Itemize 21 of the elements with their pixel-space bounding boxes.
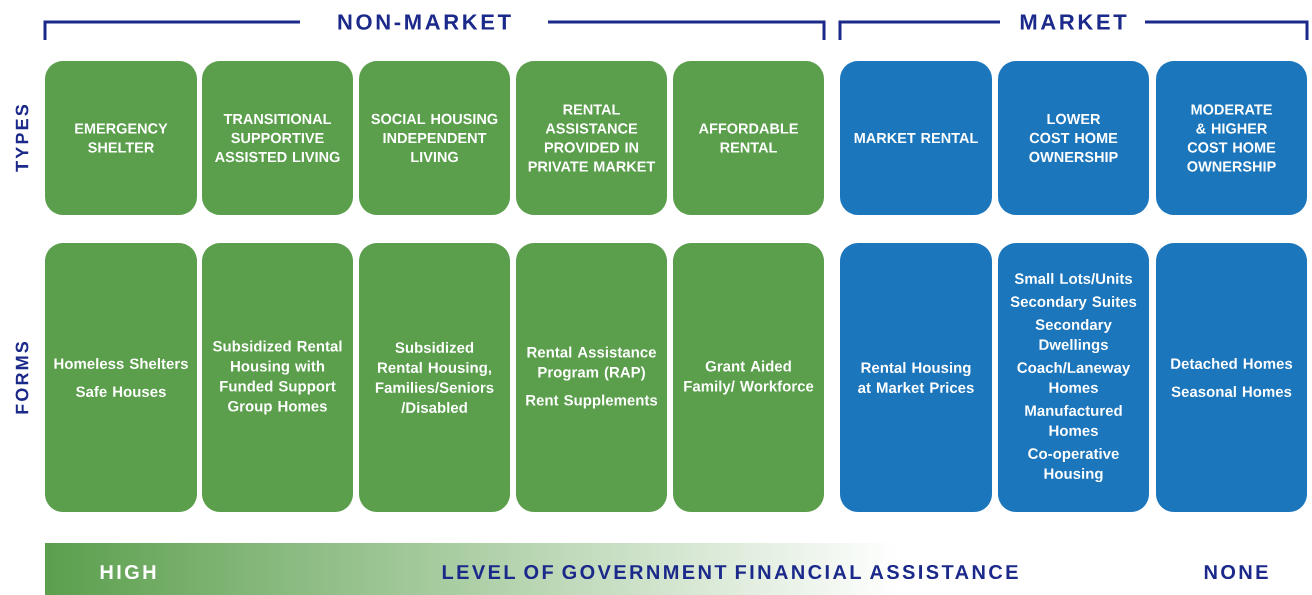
scale-label: HIGH xyxy=(100,564,156,580)
form-box: Subsidized Rental Housing, Families/Seniors /Disabled xyxy=(359,243,510,512)
type-box: TRANSITIONAL SUPPORTIVE ASSISTED LIVING xyxy=(202,61,353,215)
form-box: Homeless Shelters Safe Houses xyxy=(45,243,197,512)
scale-label: LEVEL OF GOVERNMENT FINANCIAL ASSISTANCE xyxy=(442,564,1018,580)
form-box: Grant Aided Family/ Workforce xyxy=(673,243,824,512)
form-box: Rental Assistance Program (RAP) Rent Supplements xyxy=(516,243,667,512)
type-box: RENTAL ASSISTANCE PROVIDED IN PRIVATE MARKET xyxy=(516,61,667,215)
form-box: Small Lots/Units Secondary Suites Secondary Dwellings Coach/Laneway Homes Manufactured Homes Co-operative Housing xyxy=(998,243,1149,512)
form-box: Rental Housing at Market Prices xyxy=(840,243,992,512)
type-box: SOCIAL HOUSING INDEPENDENT LIVING xyxy=(359,61,510,215)
scale-label: NONE xyxy=(1204,564,1268,580)
type-box: AFFORDABLE RENTAL xyxy=(673,61,824,215)
type-box: MARKET RENTAL xyxy=(840,61,992,215)
type-box: EMERGENCY SHELTER xyxy=(45,61,197,215)
form-box: Detached Homes Seasonal Homes xyxy=(1156,243,1307,512)
section-heading: NON-MARKET xyxy=(338,14,511,30)
type-box: MODERATE & HIGHER COST HOME OWNERSHIP xyxy=(1156,61,1307,215)
form-box: Subsidized Rental Housing with Funded Support Group Homes xyxy=(202,243,353,512)
type-box: LOWER COST HOME OWNERSHIP xyxy=(998,61,1149,215)
section-heading: MARKET xyxy=(1020,14,1127,30)
